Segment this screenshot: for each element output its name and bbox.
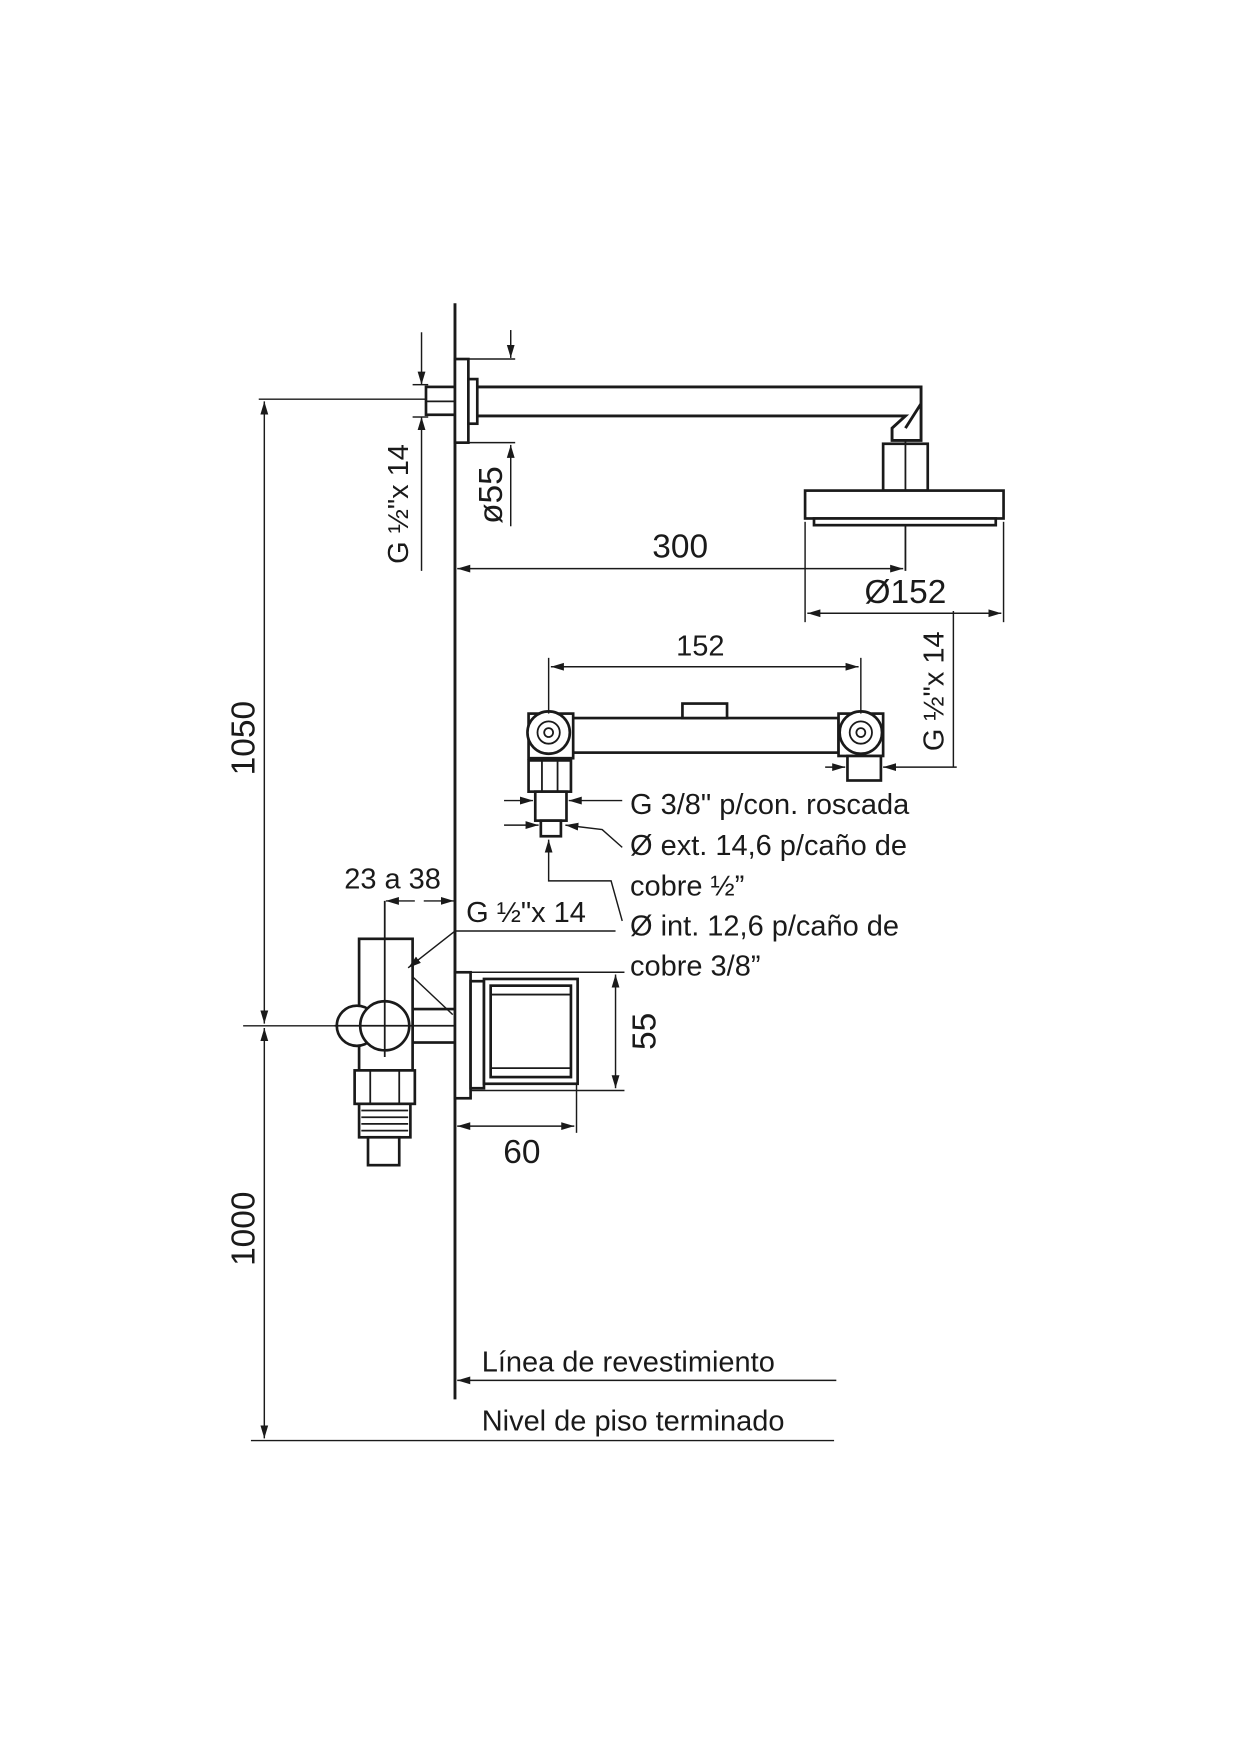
reference-lines: Línea de revestimiento Nivel de piso ter… [250, 1346, 837, 1442]
svg-text:Ø ext. 14,6 p/caño de: Ø ext. 14,6 p/caño de [630, 830, 907, 862]
mixer-dimensions: 55 60 [457, 971, 664, 1171]
wall-line-label: Línea de revestimiento [482, 1346, 775, 1378]
valve [334, 900, 457, 1167]
manifold-dimensions: 152 G ½"x 14 [504, 611, 957, 922]
svg-text:G 3/8" p/con. roscada: G 3/8" p/con. roscada [630, 789, 910, 821]
svg-text:G ½"x 14: G ½"x 14 [466, 897, 586, 929]
shower-arm [424, 357, 1005, 571]
thread-wall-dimension: G ½"x 14 [383, 332, 429, 571]
floor-line-label: Nivel de piso terminado [482, 1406, 785, 1438]
svg-text:23 a 38: 23 a 38 [344, 864, 441, 896]
height-dimension: 1050 1000 [225, 398, 426, 1439]
svg-text:60: 60 [503, 1134, 540, 1171]
svg-text:G ½"x 14: G ½"x 14 [918, 631, 950, 751]
svg-text:Ø int. 12,6 p/caño de: Ø int. 12,6 p/caño de [630, 910, 899, 942]
svg-text:Ø152: Ø152 [865, 574, 947, 611]
flange-diameter-dimension: ø55 [468, 330, 516, 527]
svg-text:152: 152 [676, 631, 724, 663]
svg-text:55: 55 [627, 1013, 664, 1050]
mixer-body [453, 970, 579, 1100]
manifold [526, 702, 885, 838]
dim-1000: 1000 [225, 1192, 262, 1266]
svg-text:cobre 3/8”: cobre 3/8” [630, 951, 760, 983]
svg-text:G ½"x 14: G ½"x 14 [383, 444, 415, 564]
fitting-notes: G 3/8" p/con. roscada Ø ext. 14,6 p/caño… [630, 789, 910, 983]
head-diameter-dimension: Ø152 [804, 521, 1005, 623]
svg-text:300: 300 [652, 528, 708, 565]
svg-text:ø55: ø55 [473, 466, 510, 524]
valve-dimensions: 23 a 38 G ½"x 14 [344, 864, 616, 1016]
arm-length-dimension: 300 [457, 528, 904, 573]
svg-text:cobre ½”: cobre ½” [630, 870, 744, 902]
dim-1050: 1050 [225, 701, 262, 775]
